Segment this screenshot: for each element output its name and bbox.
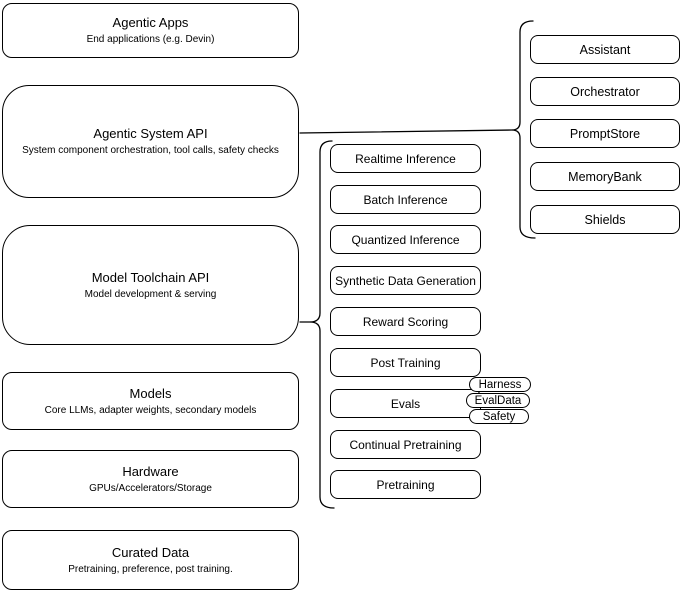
system-component-orchestrator: Orchestrator: [530, 77, 680, 106]
layer-title: Curated Data: [111, 544, 190, 560]
system-api-connector-line: [299, 129, 513, 134]
toolchain-item-realtime-inference: Realtime Inference: [330, 144, 481, 173]
toolchain-item-pretraining: Pretraining: [330, 470, 481, 499]
system-component-assistant: Assistant: [530, 35, 680, 64]
eval-tag-harness: Harness: [469, 377, 531, 392]
toolchain-item-post-training: Post Training: [330, 348, 481, 377]
layer-model-toolchain-api: Model Toolchain API Model development & …: [2, 225, 299, 345]
layer-subtitle: End applications (e.g. Devin): [86, 34, 215, 45]
toolchain-item-batch-inference: Batch Inference: [330, 185, 481, 214]
eval-tag-safety: Safety: [469, 409, 529, 424]
system-component-promptstore: PromptStore: [530, 119, 680, 148]
layer-subtitle: Pretraining, preference, post training.: [68, 563, 233, 575]
layer-title: Models: [129, 385, 172, 401]
toolchain-item-reward-scoring: Reward Scoring: [330, 307, 481, 336]
layer-subtitle: Core LLMs, adapter weights, secondary mo…: [44, 404, 257, 416]
toolchain-item-evals: Evals: [330, 389, 481, 418]
layer-agentic-apps: Agentic Apps End applications (e.g. Devi…: [2, 3, 299, 58]
toolchain-item-synthetic-data-generation: Synthetic Data Generation: [330, 266, 481, 295]
layer-title: Agentic System API: [93, 126, 208, 141]
layer-models: Models Core LLMs, adapter weights, secon…: [2, 372, 299, 430]
layer-subtitle: GPUs/Accelerators/Storage: [89, 482, 212, 494]
layer-hardware: Hardware GPUs/Accelerators/Storage: [2, 450, 299, 508]
layer-curated-data: Curated Data Pretraining, preference, po…: [2, 530, 299, 590]
eval-tag-evaldata: EvalData: [466, 393, 530, 408]
layer-subtitle: System component orchestration, tool cal…: [22, 145, 279, 156]
system-component-shields: Shields: [530, 205, 680, 234]
system-component-memorybank: MemoryBank: [530, 162, 680, 191]
toolchain-item-continual-pretraining: Continual Pretraining: [330, 430, 481, 459]
layer-title: Hardware: [122, 463, 179, 479]
layer-agentic-system-api: Agentic System API System component orch…: [2, 85, 299, 198]
layer-subtitle: Model development & serving: [84, 288, 217, 300]
toolchain-item-quantized-inference: Quantized Inference: [330, 225, 481, 254]
layer-title: Agentic Apps: [112, 15, 189, 30]
layer-title: Model Toolchain API: [91, 269, 210, 285]
